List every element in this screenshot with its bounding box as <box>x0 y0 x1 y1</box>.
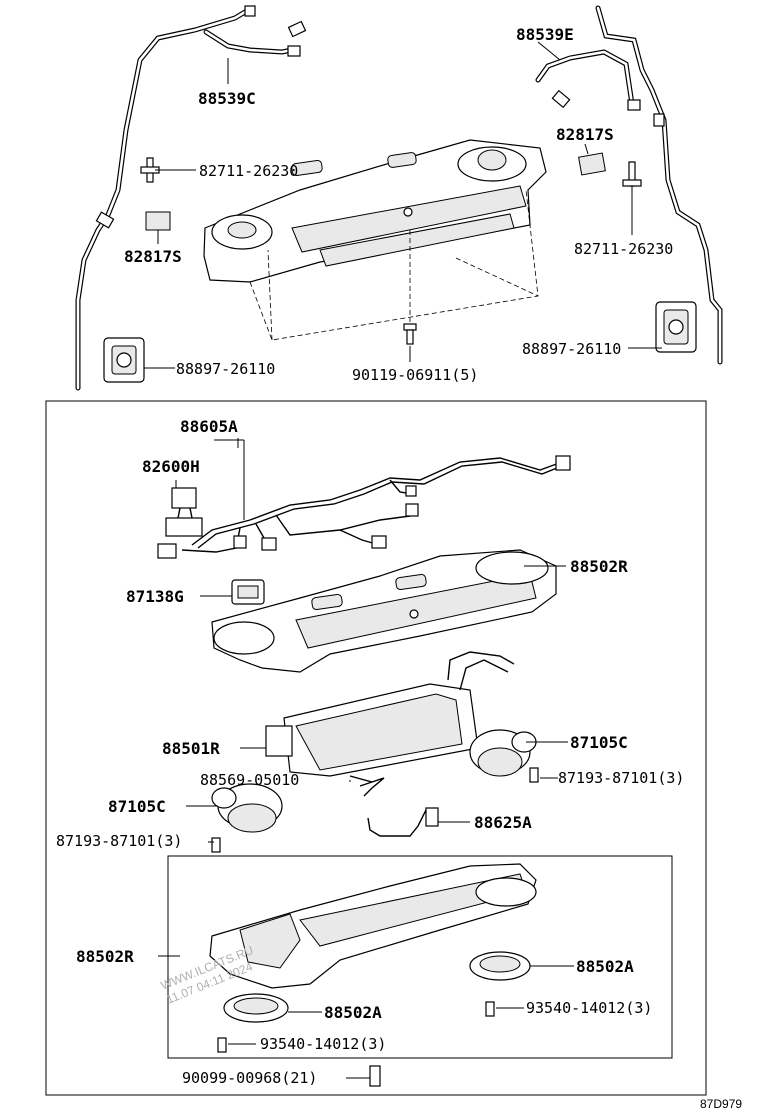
label-screw-left: 87193-87101(3) <box>56 832 182 850</box>
lower-case-frame <box>167 855 673 1059</box>
screw-right <box>529 767 539 783</box>
ring-88502a-right <box>469 951 531 981</box>
lower-case-88502r <box>209 863 537 989</box>
label-blower-right: 87105C <box>570 733 628 752</box>
blower-motor-left <box>211 783 283 833</box>
label-screw-right: 87193-87101(3) <box>558 769 684 787</box>
bolt-top <box>403 323 417 345</box>
hose-88539e <box>535 5 723 365</box>
blower-motor-right <box>469 729 537 777</box>
label-screw-ring-left: 93540-14012(3) <box>260 1035 386 1053</box>
leader-lines-lower <box>158 438 574 1079</box>
label-ring-left: 88502A <box>324 1003 382 1022</box>
hose-88539c <box>75 5 307 391</box>
leader-lines-top <box>144 41 662 369</box>
label-clamp-left: 82711-26230 <box>199 162 298 180</box>
resistor-87138g <box>231 579 265 605</box>
ring-88502a-left <box>223 993 289 1023</box>
label-bolt-bottom: 90099-00968(21) <box>182 1069 317 1087</box>
bolt-bottom <box>369 1065 381 1087</box>
projection-lines <box>249 189 539 341</box>
grommet-right <box>655 301 697 353</box>
pad-left <box>145 211 171 231</box>
grommet-left <box>103 337 145 383</box>
label-evaporator: 88501R <box>162 739 220 758</box>
label-hose-88539c: 88539C <box>198 89 256 108</box>
pad-right <box>578 152 606 176</box>
label-bolt-top: 90119-06911(5) <box>352 366 478 384</box>
label-blower-left: 87105C <box>108 797 166 816</box>
label-upper-case: 88502R <box>570 557 628 576</box>
sensor-88569 <box>349 775 385 797</box>
tube-88625a <box>367 807 435 837</box>
upper-case-88502r <box>211 549 557 673</box>
top-housing-assembly <box>203 139 547 283</box>
label-hose-88539e: 88539E <box>516 25 574 44</box>
figure-code: 87D979 <box>700 1097 742 1111</box>
label-tube: 88625A <box>474 813 532 832</box>
screw-ring-left <box>217 1037 227 1053</box>
clamp-right <box>622 161 642 187</box>
label-wire-harness: 88605A <box>180 417 238 436</box>
label-pad-left: 82817S <box>124 247 182 266</box>
label-sensor: 88569-05010 <box>200 771 299 789</box>
assembly-frame <box>45 400 707 1096</box>
label-screw-ring-right: 93540-14012(3) <box>526 999 652 1017</box>
wire-harness-88605a <box>157 455 571 559</box>
label-lower-case: 88502R <box>76 947 134 966</box>
connector-82600h <box>165 487 203 537</box>
label-connector: 82600H <box>142 457 200 476</box>
screw-ring-right <box>485 1001 495 1017</box>
screw-left <box>211 837 221 853</box>
evaporator-88501r <box>265 651 515 777</box>
label-grommet-left: 88897-26110 <box>176 360 275 378</box>
label-grommet-right: 88897-26110 <box>522 340 621 358</box>
label-pad-right: 82817S <box>556 125 614 144</box>
label-clamp-right: 82711-26230 <box>574 240 673 258</box>
label-ring-right: 88502A <box>576 957 634 976</box>
label-resistor: 87138G <box>126 587 184 606</box>
